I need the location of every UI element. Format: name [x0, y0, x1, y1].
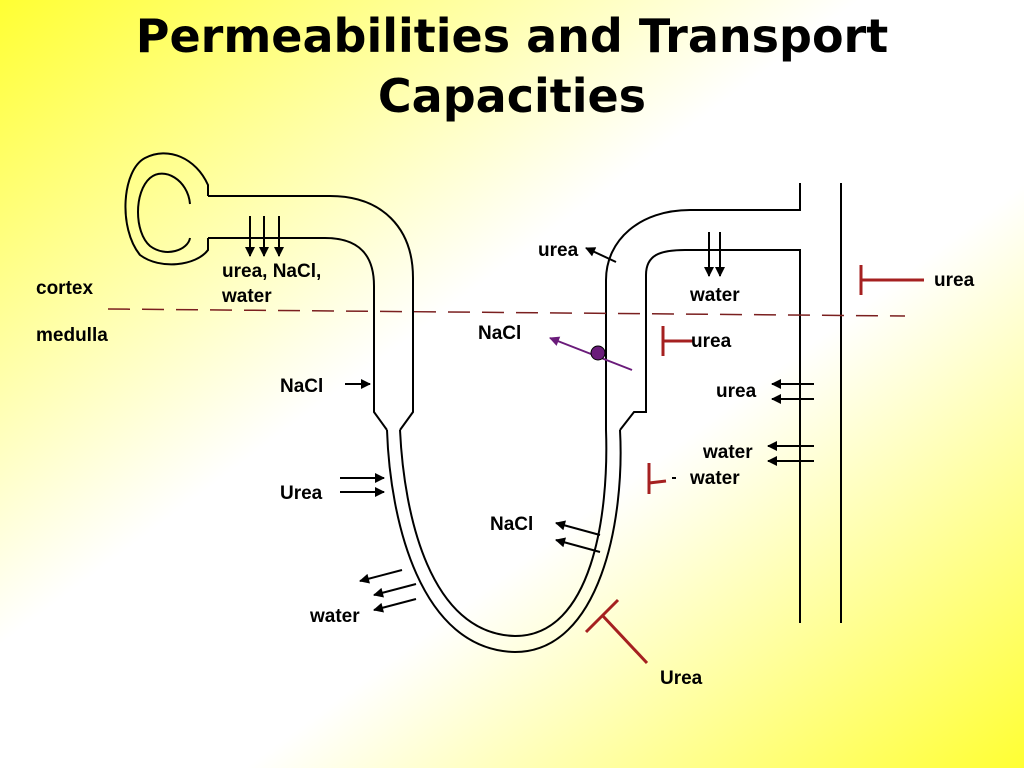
loop-urea-block-label: Urea	[660, 668, 703, 689]
descending-water-arrows	[359, 569, 417, 613]
collecting-urea-arrows	[771, 379, 814, 404]
distal-urea-block-marker	[661, 326, 693, 356]
descending-water-label: water	[309, 606, 360, 627]
thin-ascending-nacl-label: NaCl	[490, 514, 533, 535]
bowman-flux-label-2: water	[221, 286, 272, 307]
thin-ascending-nacl-arrows	[555, 520, 601, 553]
descending-urea-arrows	[340, 473, 385, 497]
collecting-water-arrows	[767, 441, 814, 466]
descending-urea-label: Urea	[280, 483, 323, 504]
thick-ascending-urea-label: urea	[538, 240, 579, 261]
cortex-medulla-boundary	[107, 308, 906, 317]
distal-water-arrows	[704, 232, 725, 277]
bowmans-capsule	[124, 152, 209, 266]
distal-water-label: water	[689, 285, 740, 306]
collecting-water-label-2: water	[689, 468, 740, 489]
bowman-flux-label: urea, NaCl,	[222, 261, 321, 282]
cortex-label: cortex	[36, 278, 93, 299]
ascending-water-block-marker	[647, 463, 667, 494]
nacl-pump-icon	[590, 345, 606, 361]
title-line-2: Capacities	[377, 69, 647, 123]
thick-ascending-urea-block-label: urea	[691, 331, 732, 352]
collecting-urea-label: urea	[716, 381, 757, 402]
bowman-flux-arrows	[245, 216, 284, 257]
loop-urea-block-marker	[584, 598, 649, 665]
descending-nacl-label: NaCl	[280, 376, 323, 397]
cortex-collecting-urea-block-marker	[859, 265, 924, 295]
medulla-label: medulla	[36, 325, 108, 346]
collecting-water-label-1: water	[702, 442, 753, 463]
distal-tubule	[605, 183, 801, 623]
title-line-1: Permeabilities and Transport	[135, 9, 889, 63]
proximal-tubule	[208, 195, 414, 431]
cortex-collecting-urea-label: urea	[934, 270, 975, 291]
loop-of-henle	[386, 429, 622, 654]
slide-title: Permeabilities and Transport Capacities	[0, 6, 1024, 126]
thick-ascending-urea-arrow	[585, 247, 617, 263]
thick-ascending-nacl-label: NaCl	[478, 323, 521, 344]
